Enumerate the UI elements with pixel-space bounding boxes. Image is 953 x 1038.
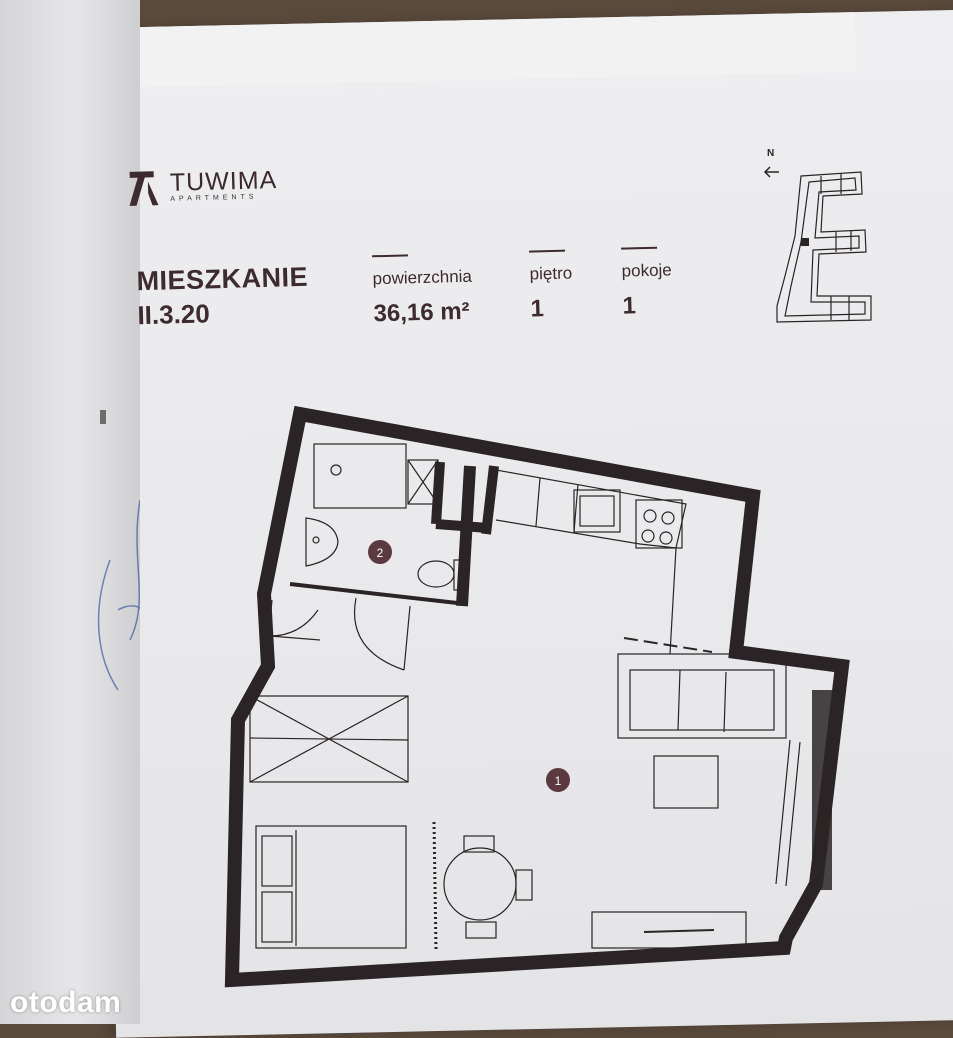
wardrobe-icon (249, 695, 409, 783)
dashed-partition (623, 637, 713, 653)
dining-table-icon (443, 835, 533, 939)
bathroom-walls (289, 461, 499, 607)
kitchen-sink-icon (573, 489, 621, 533)
tuwima-logo-mark-icon (129, 171, 159, 206)
north-arrow-icon (763, 166, 779, 178)
highlighted-unit-marker (801, 238, 809, 246)
tuwima-logo: TUWIMA APARTMENTS (128, 164, 278, 208)
balcony-window-wall (812, 690, 832, 890)
radiator-icon (432, 821, 438, 951)
cooktop-icon (635, 499, 683, 549)
washbasin-icon (305, 517, 339, 567)
room-marker-1: 1 (546, 768, 570, 792)
left-page-edge (0, 0, 144, 1024)
sofa-icon (617, 653, 787, 739)
bathroom-door-icon (354, 597, 411, 671)
otodam-watermark: otodam (10, 986, 122, 1019)
toilet-icon (417, 559, 467, 591)
balcony-door-icon (775, 739, 801, 887)
shower-tray-icon (407, 459, 439, 505)
room-marker-2: 2 (368, 540, 392, 564)
outer-walls (224, 405, 850, 988)
bed-icon (255, 825, 407, 949)
room-number-1: 1 (555, 774, 562, 788)
kitchen-counter (495, 469, 687, 655)
tv-cabinet-icon (591, 911, 747, 949)
coffee-table-icon (653, 755, 719, 809)
entrance-door-icon (265, 599, 321, 669)
room-number-2: 2 (377, 546, 384, 560)
bathtub-icon (313, 443, 407, 509)
compass-letter: N (767, 148, 774, 159)
building-key-plan: N (763, 148, 872, 323)
building-e-shape-icon (776, 171, 872, 323)
